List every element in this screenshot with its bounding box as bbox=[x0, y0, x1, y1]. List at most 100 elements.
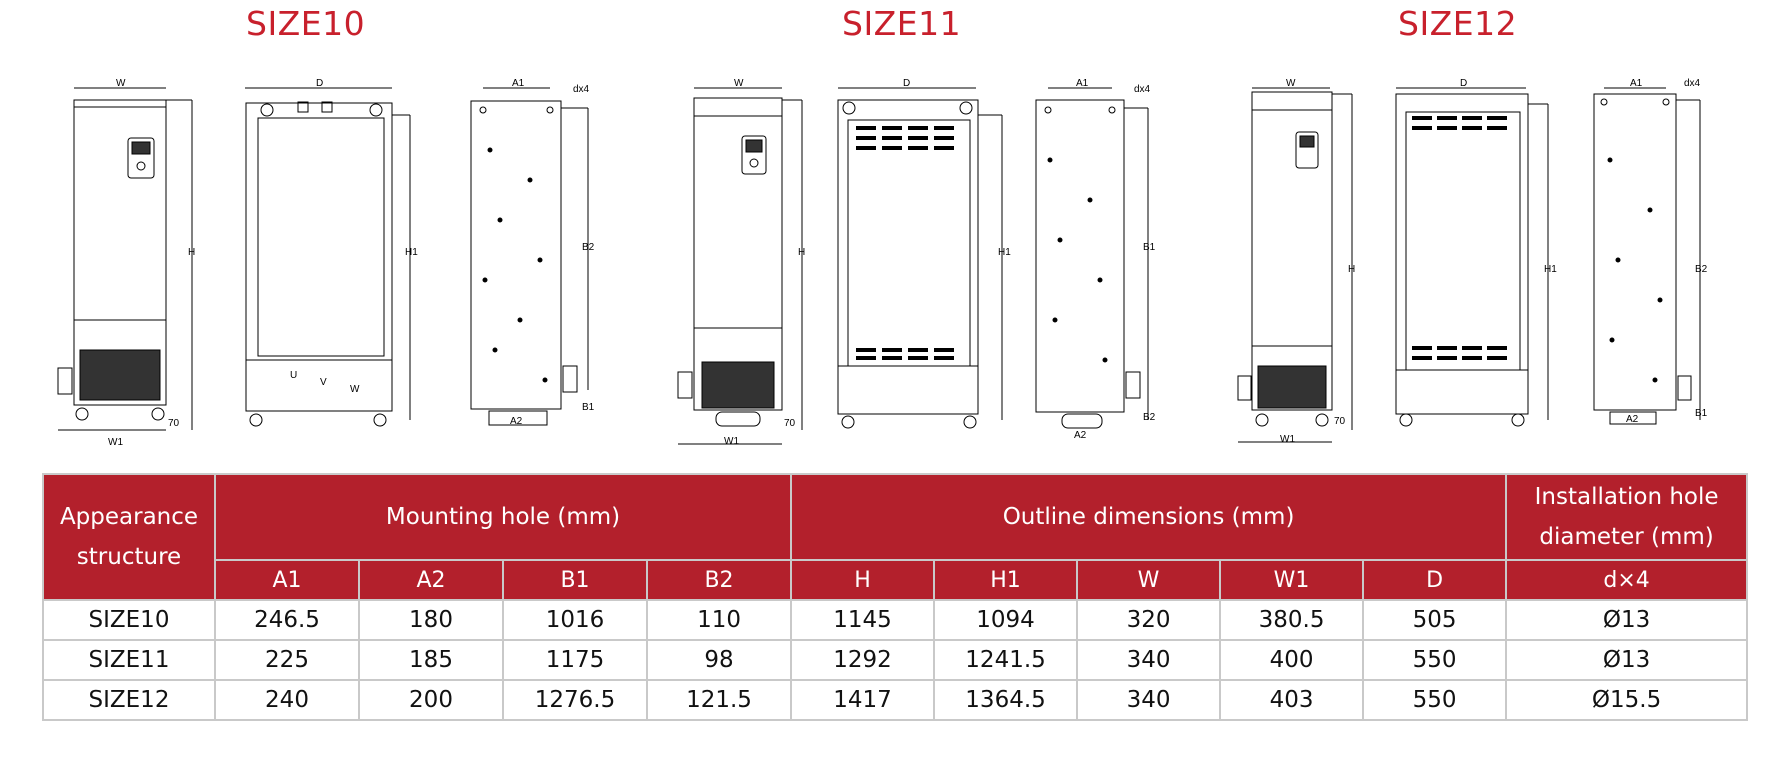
table-cell: SIZE11 bbox=[42, 639, 216, 681]
size12-rear-view: A1 dx4 A2 B2 B1 bbox=[1593, 78, 1708, 425]
table-cell: 121.5 bbox=[645, 679, 793, 721]
svg-text:W: W bbox=[1286, 78, 1296, 89]
svg-text:H: H bbox=[1348, 264, 1355, 275]
subheader-w: W bbox=[1076, 559, 1222, 601]
table-cell: 240 bbox=[214, 679, 360, 721]
svg-text:V: V bbox=[320, 377, 327, 388]
svg-text:B1: B1 bbox=[1695, 408, 1708, 419]
table-cell: 1094 bbox=[933, 599, 1079, 641]
svg-text:B2: B2 bbox=[582, 242, 595, 253]
table-cell: Ø13 bbox=[1505, 599, 1749, 641]
svg-text:A1: A1 bbox=[1630, 78, 1643, 89]
size10-rear-view: A1 dx4 A2 B2 B1 bbox=[470, 78, 595, 427]
table-cell: 1292 bbox=[790, 639, 936, 681]
svg-text:H1: H1 bbox=[998, 247, 1011, 258]
size11-side-view: D H1 bbox=[837, 78, 1011, 429]
table-cell: 1241.5 bbox=[933, 639, 1079, 681]
svg-text:D: D bbox=[903, 78, 910, 89]
svg-text:W1: W1 bbox=[1280, 434, 1295, 445]
table-cell: 380.5 bbox=[1219, 599, 1365, 641]
table-cell: Ø13 bbox=[1505, 639, 1749, 681]
table-cell: 110 bbox=[645, 599, 793, 641]
table-row: SIZE12 240 200 1276.5 121.5 1417 1364.5 … bbox=[42, 679, 1749, 721]
subheader-h: H bbox=[790, 559, 936, 601]
size10-title: SIZE10 bbox=[246, 4, 366, 43]
svg-text:70: 70 bbox=[168, 418, 180, 429]
size11-rear-view: A1 dx4 A2 B1 B2 bbox=[1035, 78, 1156, 441]
table-cell: 1016 bbox=[502, 599, 648, 641]
size12-side-view: D H1 bbox=[1395, 78, 1557, 427]
subheader-h1: H1 bbox=[933, 559, 1079, 601]
subheader-w1: W1 bbox=[1219, 559, 1365, 601]
svg-text:dx4: dx4 bbox=[1684, 78, 1701, 89]
size11-title: SIZE11 bbox=[842, 4, 962, 43]
table-cell: 320 bbox=[1076, 599, 1222, 641]
table-cell: 505 bbox=[1362, 599, 1508, 641]
table-cell: 1417 bbox=[790, 679, 936, 721]
subheader-dx4: d×4 bbox=[1505, 559, 1749, 601]
table-cell: 1276.5 bbox=[502, 679, 648, 721]
svg-text:W: W bbox=[734, 78, 744, 89]
header-outline-dimensions: Outline dimensions (mm) bbox=[790, 473, 1508, 561]
dimensions-table: Appearance structure Mounting hole (mm) … bbox=[42, 473, 1749, 721]
svg-text:B2: B2 bbox=[1695, 264, 1708, 275]
subheader-b1: B1 bbox=[502, 559, 648, 601]
svg-text:W1: W1 bbox=[724, 436, 739, 447]
table-cell: 246.5 bbox=[214, 599, 360, 641]
header-installation-line2: diameter (mm) bbox=[1539, 524, 1714, 550]
table-cell: 340 bbox=[1076, 639, 1222, 681]
table-cell: 98 bbox=[645, 639, 793, 681]
svg-text:B2: B2 bbox=[1143, 412, 1156, 423]
table-cell: Ø15.5 bbox=[1505, 679, 1749, 721]
subheader-a2: A2 bbox=[358, 559, 504, 601]
table-cell: 340 bbox=[1076, 679, 1222, 721]
table-cell: 185 bbox=[358, 639, 504, 681]
header-mounting-hole: Mounting hole (mm) bbox=[213, 473, 793, 561]
svg-text:A2: A2 bbox=[1626, 414, 1639, 425]
size10-front-view: W H W1 70 bbox=[57, 78, 195, 448]
size12-title: SIZE12 bbox=[1398, 4, 1518, 43]
table-cell: 550 bbox=[1362, 679, 1508, 721]
svg-text:70: 70 bbox=[784, 418, 796, 429]
svg-text:D: D bbox=[1460, 78, 1467, 89]
svg-text:A2: A2 bbox=[510, 416, 523, 427]
svg-text:H: H bbox=[188, 247, 195, 258]
svg-text:W1: W1 bbox=[108, 437, 123, 448]
svg-text:A1: A1 bbox=[512, 78, 525, 89]
table-cell: 180 bbox=[358, 599, 504, 641]
table-row: SIZE10 246.5 180 1016 110 1145 1094 320 … bbox=[42, 599, 1749, 641]
table-cell: SIZE12 bbox=[42, 679, 216, 721]
table-cell: 400 bbox=[1219, 639, 1365, 681]
size10-side-view: D U V W H1 bbox=[245, 78, 418, 427]
size12-front-view: W H W1 70 bbox=[1237, 78, 1355, 445]
header-installation-line1: Installation hole bbox=[1534, 484, 1719, 510]
svg-text:dx4: dx4 bbox=[573, 84, 590, 95]
svg-text:H1: H1 bbox=[1544, 264, 1557, 275]
svg-text:D: D bbox=[316, 78, 323, 89]
table-cell: 225 bbox=[214, 639, 360, 681]
header-installation-hole: Installation hole diameter (mm) bbox=[1505, 473, 1749, 561]
table-cell: 550 bbox=[1362, 639, 1508, 681]
svg-text:70: 70 bbox=[1334, 416, 1346, 427]
svg-text:B1: B1 bbox=[1143, 242, 1156, 253]
svg-text:dx4: dx4 bbox=[1134, 84, 1151, 95]
table-cell: 1364.5 bbox=[933, 679, 1079, 721]
svg-text:W: W bbox=[116, 78, 126, 89]
header-appearance: Appearance structure bbox=[42, 473, 216, 601]
svg-text:A1: A1 bbox=[1076, 78, 1089, 89]
svg-text:A2: A2 bbox=[1074, 430, 1087, 441]
svg-text:W: W bbox=[350, 384, 360, 395]
subheader-a1: A1 bbox=[214, 559, 360, 601]
table-cell: 1145 bbox=[790, 599, 936, 641]
svg-text:B1: B1 bbox=[582, 402, 595, 413]
table-cell: 200 bbox=[358, 679, 504, 721]
table-cell: SIZE10 bbox=[42, 599, 216, 641]
table-cell: 1175 bbox=[502, 639, 648, 681]
table-row: SIZE11 225 185 1175 98 1292 1241.5 340 4… bbox=[42, 639, 1749, 681]
technical-drawings: W H W1 70 D U V W H1 A1 dx4 bbox=[57, 78, 1708, 448]
table-cell: 403 bbox=[1219, 679, 1365, 721]
svg-text:H1: H1 bbox=[405, 247, 418, 258]
size11-front-view: W H W1 70 bbox=[677, 78, 805, 447]
subheader-b2: B2 bbox=[645, 559, 793, 601]
subheader-d: D bbox=[1362, 559, 1508, 601]
